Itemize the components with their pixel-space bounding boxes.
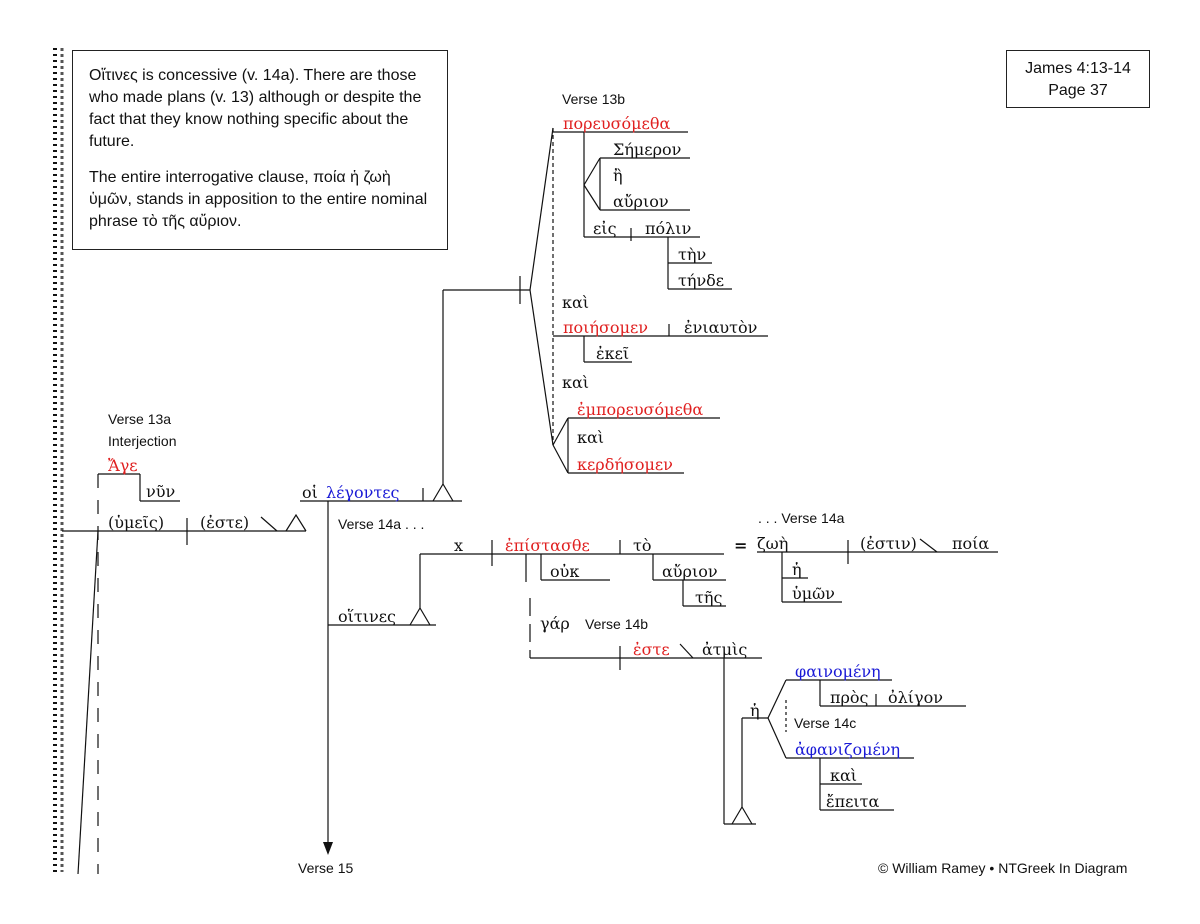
word-hoitines: οἵτινες bbox=[338, 607, 396, 626]
verse-13a-label: Verse 13a bbox=[108, 411, 171, 427]
word-este: ἐστε bbox=[633, 640, 670, 659]
explanatory-note: Οἵτινες is concessive (v. 14a). There ar… bbox=[72, 50, 448, 250]
word-kai-4: καὶ bbox=[830, 766, 857, 785]
page-number: Page 37 bbox=[1048, 82, 1108, 99]
word-kai-1: καὶ bbox=[562, 293, 589, 312]
word-kai-3: καὶ bbox=[577, 428, 604, 447]
word-humeis: (ὑμεῖς) bbox=[108, 513, 164, 532]
word-humon: ὑμῶν bbox=[792, 584, 835, 603]
word-epeita: ἔπειτα bbox=[826, 792, 880, 811]
word-phainomene: φαινομένη bbox=[795, 662, 881, 681]
word-tende: τήνδε bbox=[678, 271, 724, 290]
word-epistasthe: ἐπίστασθε bbox=[505, 536, 590, 555]
word-to: τὸ bbox=[633, 536, 651, 555]
word-age: Ἄγε bbox=[108, 456, 138, 475]
word-x: x bbox=[454, 536, 463, 555]
word-semeron: Σήμερον bbox=[613, 140, 681, 159]
verse-15-label: Verse 15 bbox=[298, 860, 354, 876]
passage-reference-box: James 4:13-14 Page 37 bbox=[1006, 50, 1150, 108]
word-oligon: ὀλίγον bbox=[888, 688, 943, 707]
apposition-equals: = bbox=[734, 536, 747, 555]
word-he-14b: ἡ bbox=[750, 701, 760, 720]
word-kerdesomen: κερδήσομεν bbox=[577, 455, 673, 474]
diagram-lines bbox=[62, 127, 998, 875]
word-he-14a: ἡ bbox=[792, 560, 802, 579]
word-poiesomen: ποιήσομεν bbox=[563, 318, 648, 337]
note-paragraph-1: Οἵτινες is concessive (v. 14a). There ar… bbox=[89, 67, 422, 150]
word-gar: γάρ bbox=[540, 614, 570, 633]
interjection-label: Interjection bbox=[108, 433, 176, 449]
word-tes: τῆς bbox=[695, 588, 722, 607]
word-pros: πρὸς bbox=[830, 688, 869, 707]
word-aurion-13b: αὔριον bbox=[613, 192, 669, 211]
word-eniauton: ἐνιαυτὸν bbox=[684, 318, 757, 337]
word-legontes: λέγοντες bbox=[326, 483, 399, 502]
left-border-decoration bbox=[53, 48, 64, 874]
word-estin: (ἐστιν) bbox=[860, 534, 917, 553]
word-eis: εἰς bbox=[593, 219, 617, 238]
verse-14c-label: Verse 14c bbox=[794, 715, 856, 731]
word-emporeusometha: ἐμπορευσόμεθα bbox=[577, 400, 703, 419]
copyright-footer: © William Ramey • NTGreek In Diagram bbox=[878, 860, 1128, 876]
note-paragraph-2: The entire interrogative clause, ποία ἡ … bbox=[89, 169, 428, 230]
word-poreusometha: πορευσόμεθα bbox=[563, 114, 670, 133]
word-aurion-14a: αὔριον bbox=[662, 562, 718, 581]
verse-14a-right-label: . . . Verse 14a bbox=[758, 510, 845, 526]
word-aphanizomene: ἀφανιζομένη bbox=[795, 740, 900, 759]
verse-14a-left-label: Verse 14a . . . bbox=[338, 516, 424, 532]
passage-reference: James 4:13-14 bbox=[1025, 60, 1131, 77]
word-poia: ποία bbox=[952, 534, 989, 553]
word-zoe: ζωὴ bbox=[757, 534, 788, 553]
word-ten: τὴν bbox=[678, 245, 706, 264]
word-nun: νῦν bbox=[146, 482, 175, 501]
word-polin: πόλιν bbox=[645, 219, 691, 238]
word-hoi: οἱ bbox=[302, 483, 318, 502]
word-ouk: οὐκ bbox=[550, 562, 579, 581]
arrow-down-icon bbox=[323, 842, 333, 855]
verse-13b-label: Verse 13b bbox=[562, 91, 625, 107]
word-e: ἢ bbox=[613, 166, 623, 185]
word-este-implied: (ἐστε) bbox=[200, 513, 249, 532]
word-atmis: ἀτμὶς bbox=[702, 640, 747, 659]
verse-14b-label: Verse 14b bbox=[585, 616, 648, 632]
word-kai-2: καὶ bbox=[562, 373, 589, 392]
word-ekei: ἐκεῖ bbox=[596, 344, 629, 363]
